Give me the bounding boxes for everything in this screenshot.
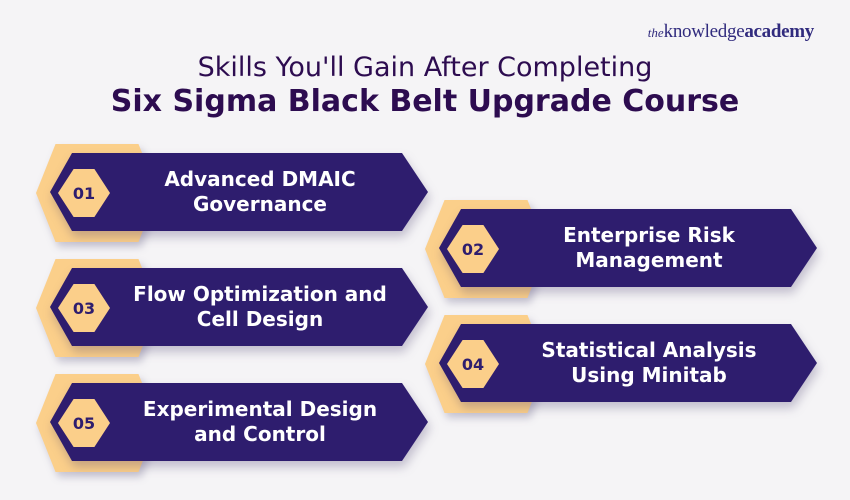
arrow-banner-shape xyxy=(439,209,817,287)
page-title-line1: Skills You'll Gain After Completing xyxy=(197,52,653,83)
skill-label: Experimental Design and Control xyxy=(142,397,378,446)
skill-banner xyxy=(439,324,817,402)
skill-number: 01 xyxy=(72,183,96,203)
skill-item-2: 02 Enterprise Risk Management xyxy=(425,200,819,298)
skill-label: Enterprise Risk Management xyxy=(563,223,735,272)
arrow-banner-shape xyxy=(50,153,428,231)
skill-item-4: 04 Statistical Analysis Using Minitab xyxy=(425,315,819,413)
page-title-line2: Six Sigma Black Belt Upgrade Course xyxy=(110,84,740,120)
skill-number: 03 xyxy=(72,298,96,318)
skill-item-5: 05 Experimental Design and Control xyxy=(36,374,430,472)
arrow-banner-shape xyxy=(50,268,428,346)
skill-banner xyxy=(50,268,428,346)
arrow-banner-shape xyxy=(439,324,817,402)
skill-label: Advanced DMAIC Governance xyxy=(164,167,356,216)
skill-item-1: 01 Advanced DMAIC Governance xyxy=(36,144,430,242)
skill-number: 04 xyxy=(461,354,485,374)
logo-word-knowledge: knowledge xyxy=(663,21,745,42)
arrow-banner-shape xyxy=(50,383,428,461)
skill-banner xyxy=(50,383,428,461)
logo-word-academy: academy xyxy=(744,21,814,42)
skill-banner xyxy=(50,153,428,231)
skill-label: Statistical Analysis Using Minitab xyxy=(541,338,757,387)
skill-number: 02 xyxy=(461,239,485,259)
skill-number: 05 xyxy=(72,413,96,433)
brand-logo: theknowledgeacademy xyxy=(647,21,815,42)
skill-label: Flow Optimization and Cell Design xyxy=(133,282,387,331)
page-title: Skills You'll Gain After Completing Six … xyxy=(0,52,850,120)
logo-word-the: the xyxy=(647,25,664,40)
skill-item-3: 03 Flow Optimization and Cell Design xyxy=(36,259,430,357)
skill-banner xyxy=(439,209,817,287)
